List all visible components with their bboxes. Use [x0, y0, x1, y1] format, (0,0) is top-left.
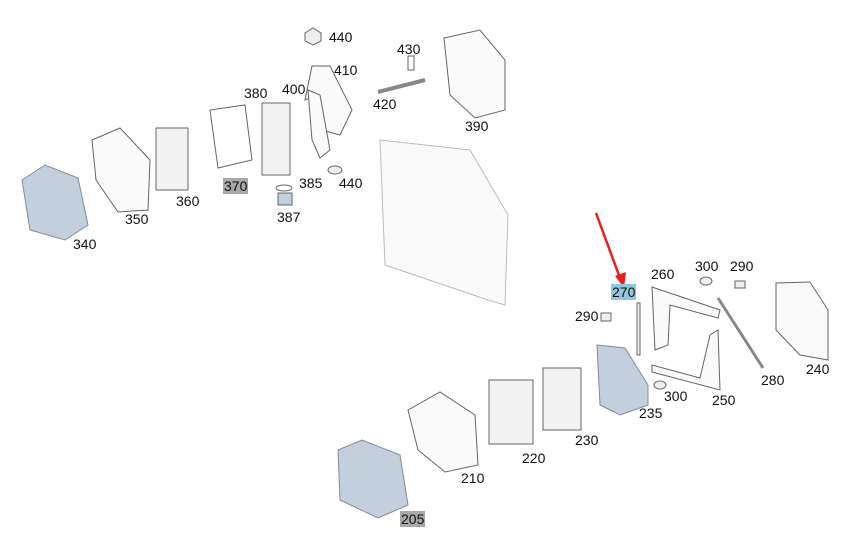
label-400[interactable]: 400 — [282, 81, 306, 97]
label-290[interactable]: 290 — [730, 258, 754, 274]
part-400-bracket — [307, 89, 331, 159]
label-220[interactable]: 220 — [522, 450, 546, 466]
label-387[interactable]: 387 — [277, 209, 301, 225]
part-300-nut-a — [699, 276, 713, 286]
part-340-duct — [21, 164, 89, 241]
part-380-cooler — [261, 102, 291, 176]
part-410-bracket — [304, 65, 353, 136]
label-420[interactable]: 420 — [373, 96, 397, 112]
part-440-nut-b — [327, 165, 343, 175]
part-387-plug — [277, 192, 293, 206]
label-385[interactable]: 385 — [299, 175, 323, 191]
part-230-radiator — [542, 367, 582, 431]
label-360[interactable]: 360 — [176, 193, 200, 209]
label-340[interactable]: 340 — [73, 236, 97, 252]
part-290-bolt-b — [734, 280, 746, 289]
part-235-shroud — [596, 344, 649, 416]
part-260-bracket — [651, 286, 721, 351]
red-arrow — [594, 212, 622, 279]
part-250-bracket — [651, 329, 721, 391]
part-210-housing — [407, 391, 479, 473]
part-290-bolt-a — [600, 312, 612, 322]
label-280[interactable]: 280 — [761, 372, 785, 388]
label-235[interactable]: 235 — [639, 405, 663, 421]
part-430-bolt — [407, 55, 415, 71]
label-270[interactable]: 270 — [611, 284, 637, 300]
label-205[interactable]: 205 — [400, 511, 426, 527]
label-240[interactable]: 240 — [806, 361, 830, 377]
label-390[interactable]: 390 — [465, 118, 489, 134]
label-380[interactable]: 380 — [244, 85, 268, 101]
label-300[interactable]: 300 — [695, 258, 719, 274]
part-240-frame — [775, 281, 829, 361]
part-220-radiator — [488, 379, 534, 445]
part-390-shroud — [443, 29, 506, 119]
label-250[interactable]: 250 — [712, 392, 736, 408]
part-440-nut — [304, 27, 322, 46]
part-420-rod — [377, 78, 426, 94]
label-440[interactable]: 440 — [329, 29, 353, 45]
part-main-radiator — [379, 139, 509, 306]
part-205-duct — [337, 439, 409, 519]
part-280-rod — [716, 297, 765, 369]
label-290-b[interactable]: 290 — [575, 308, 599, 324]
label-210[interactable]: 210 — [461, 470, 485, 486]
label-300-b[interactable]: 300 — [664, 388, 688, 404]
part-370-seal — [209, 104, 253, 169]
part-385-ring — [275, 184, 293, 192]
label-260[interactable]: 260 — [651, 266, 675, 282]
part-350-housing — [91, 127, 151, 213]
label-230[interactable]: 230 — [575, 432, 599, 448]
label-350[interactable]: 350 — [125, 211, 149, 227]
label-410[interactable]: 410 — [334, 62, 358, 78]
label-370[interactable]: 370 — [223, 178, 249, 194]
part-360-radiator — [155, 127, 189, 191]
label-430[interactable]: 430 — [397, 41, 421, 57]
part-300-nut-b — [653, 380, 667, 390]
label-440-b[interactable]: 440 — [339, 175, 363, 191]
part-270-rod — [636, 302, 641, 356]
